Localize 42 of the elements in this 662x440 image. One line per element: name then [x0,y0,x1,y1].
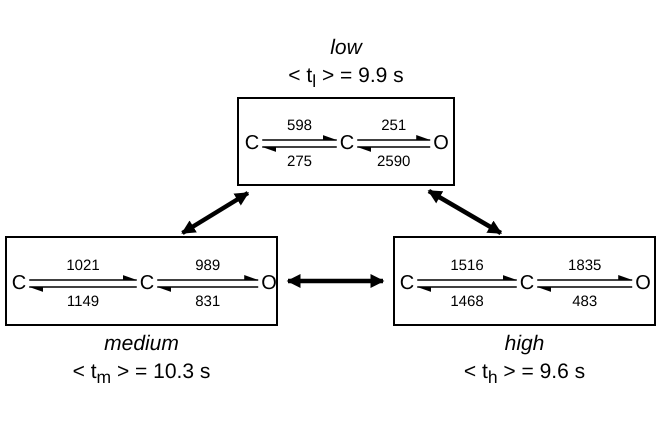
rate-label: 831 [195,294,220,309]
rate-label: 1021 [66,258,100,273]
state-label: O [433,133,449,153]
state-label: O [261,273,277,293]
state-label: O [635,273,651,293]
mean-time-label: < t$_{h}$ > = 9.6 s [462,359,586,390]
group-title: high [504,331,546,357]
group-title: medium [103,331,180,357]
rate-label: 1835 [568,258,602,273]
rate-label: 1468 [450,294,484,309]
rate-arrow [417,275,517,281]
rate-arrow [262,135,337,141]
state-label: C [140,273,154,293]
rate-arrow [357,146,430,152]
rate-label: 989 [195,258,220,273]
state-label: C [520,273,534,293]
rate-arrow [262,146,337,152]
state-label: C [244,133,260,153]
rate-label: 275 [286,154,312,169]
rate-arrow [157,275,258,281]
rate-label: 483 [572,294,598,309]
rate-arrow [417,286,517,292]
mean-time-label: < t$_{l}$ > = 9.9 s [287,62,405,93]
rate-label: 2590 [377,154,410,169]
rate-arrow [29,286,137,292]
state-label: C [340,133,354,153]
rate-label: 1149 [66,294,100,309]
rate-label: 1516 [450,258,484,273]
rate-arrow [537,275,632,281]
transition-arrow [428,189,502,235]
rate-label: 251 [381,118,406,133]
state-label: C [12,273,26,293]
rate-arrow [537,286,632,292]
rate-arrow [157,286,258,292]
rate-arrow [357,135,430,141]
group-title: low [329,34,364,61]
transition-arrow [286,274,384,288]
state-label: C [400,273,414,293]
transition-arrow [181,191,250,235]
rate-arrow [29,275,137,281]
rate-label: 598 [286,118,312,133]
mean-time-label: < t$_{m}$ > = 10.3 s [72,359,212,390]
